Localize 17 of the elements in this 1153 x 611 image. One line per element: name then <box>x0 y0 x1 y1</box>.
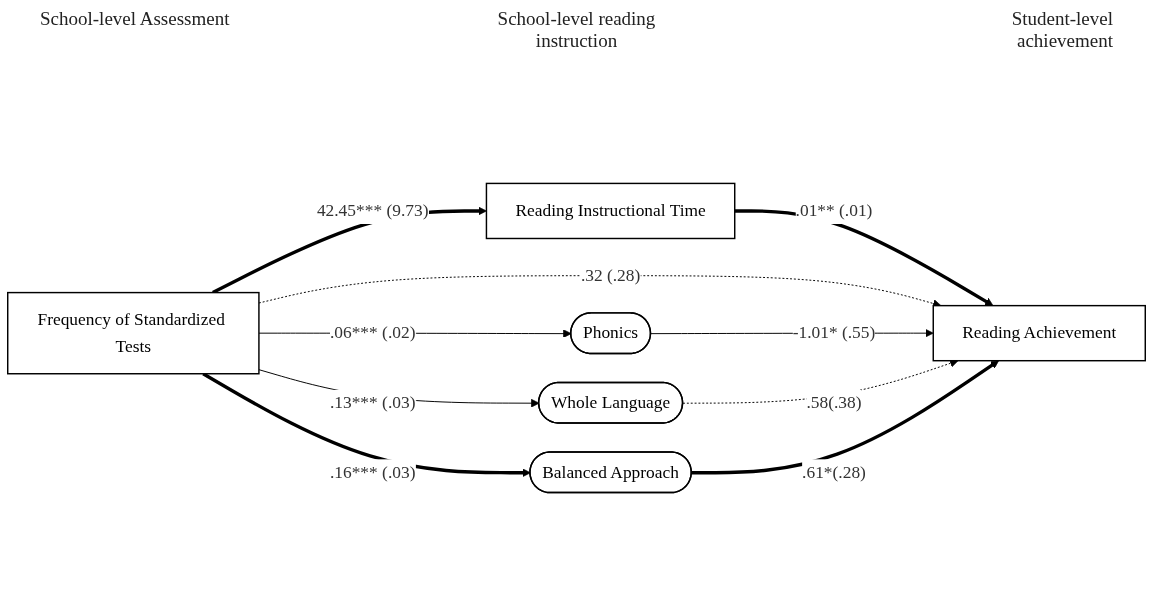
edge-label: .06*** (.02) <box>329 323 416 343</box>
edge-label: 42.45*** (9.73) <box>316 200 429 221</box>
column-heading: Student-level achievement <box>1010 8 1113 53</box>
edge-label: .61*(.28) <box>802 462 866 482</box>
edge-label: .13*** (.03) <box>329 392 416 412</box>
column-heading: School-level Assessment <box>40 8 231 31</box>
node-box: Frequency of Standardized Tests <box>7 291 260 375</box>
edge-label: .16*** (.03) <box>329 462 416 482</box>
node-box: Reading Achievement <box>932 304 1146 362</box>
column-heading: School-level reading instruction <box>496 8 657 53</box>
edge-label: .32 (.28) <box>580 265 641 285</box>
arrow <box>202 372 531 477</box>
arrow <box>691 360 999 475</box>
node-box: Reading Instructional Time <box>485 182 736 240</box>
edge-label: .01** (.01) <box>795 200 873 221</box>
edge-label: .58(.38) <box>806 392 862 412</box>
edge-label: -1.01* (.55) <box>792 323 876 343</box>
